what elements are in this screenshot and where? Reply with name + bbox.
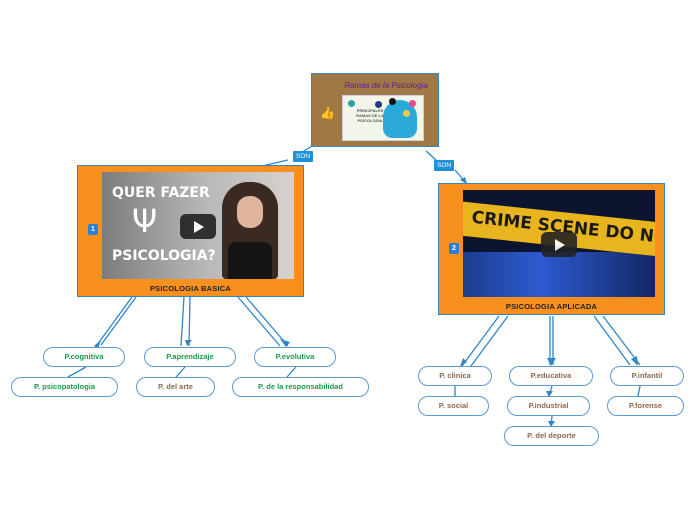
video-thumbnail-basica[interactable]: QUER FAZER Ψ PSICOLOGIA? (102, 172, 294, 279)
subtopic-clinica[interactable]: P. clinica (418, 366, 492, 386)
subtopic-del-arte[interactable]: P. del arte (136, 377, 215, 397)
subtopic-industrial[interactable]: P.industrial (507, 396, 590, 416)
psi-symbol: Ψ (132, 202, 158, 240)
subtopic-aprendizaje[interactable]: P.aprendizaje (144, 347, 236, 367)
topic-number-badge: 1 (88, 224, 98, 235)
bubble-decoration (348, 100, 355, 107)
psicologia-basica-card[interactable]: QUER FAZER Ψ PSICOLOGIA? PSICOLOGIA BASI… (77, 165, 304, 297)
root-topic-card[interactable]: Ramas de la Psicologia 👍 PRINCIPALES RAM… (311, 73, 439, 147)
presenter-figure (222, 182, 278, 279)
video-title-line1: QUER FAZER (112, 185, 210, 201)
psicologia-aplicada-card[interactable]: CRIME SCENE DO NOT PSICOLOGIA APLICADA (438, 183, 665, 315)
subtopic-infantil[interactable]: P.infantil (610, 366, 684, 386)
subtopic-del-deporte[interactable]: P. del deporte (504, 426, 599, 446)
connector-label-son: SON (293, 151, 314, 162)
subtopic-cognitiva[interactable]: P.cognitiva (43, 347, 125, 367)
root-thumbnail-image: PRINCIPALES RAMAS DE LA PSICOLOGIA (342, 95, 424, 141)
bubble-decoration (375, 101, 382, 108)
bubble-decoration (403, 110, 410, 117)
topic-number-badge: 2 (449, 243, 459, 254)
connector-label-son: SON (434, 160, 455, 171)
play-button-icon[interactable] (180, 214, 216, 239)
subtopic-responsabilidad[interactable]: P. de la responsabilidad (232, 377, 369, 397)
subtopic-psicopatologia[interactable]: P. psicopatologia (11, 377, 118, 397)
thumbs-up-icon: 👍 (320, 106, 335, 120)
blue-light-glow (463, 252, 655, 297)
thumbnail-caption: PRINCIPALES RAMAS DE LA PSICOLOGIA (356, 108, 384, 123)
bubble-decoration (389, 98, 396, 105)
root-title: Ramas de la Psicologia (344, 81, 428, 90)
card-label-aplicada: PSICOLOGIA APLICADA (505, 302, 598, 311)
subtopic-social[interactable]: P. social (418, 396, 489, 416)
video-thumbnail-aplicada[interactable]: CRIME SCENE DO NOT (463, 190, 655, 297)
subtopic-forense[interactable]: P.forense (607, 396, 684, 416)
play-button-icon[interactable] (541, 232, 577, 257)
subtopic-educativa[interactable]: P.educativa (509, 366, 593, 386)
video-title-line2: PSICOLOGIA? (112, 248, 216, 264)
card-label-basica: PSICOLOGIA BASICA (149, 284, 232, 293)
bubble-decoration (409, 100, 416, 107)
subtopic-evolutiva[interactable]: P.evolutiva (254, 347, 336, 367)
